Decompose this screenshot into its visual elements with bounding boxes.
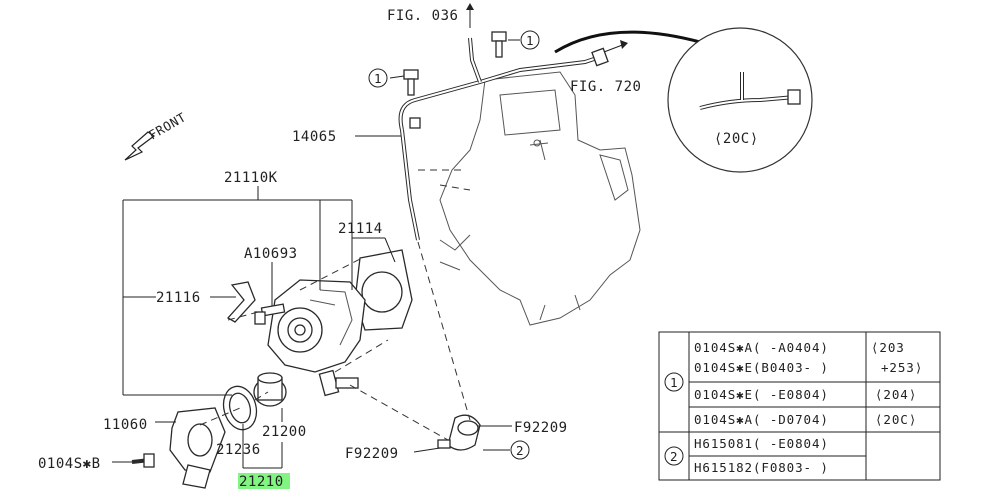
- table-r1c1b: 0104S✱E(B0403- ): [694, 360, 829, 375]
- table-r3c1: 0104S✱A( -D0704): [694, 412, 829, 427]
- arrow-fig720: [603, 40, 628, 53]
- table-r4c1: H615081( -E0804): [694, 436, 829, 451]
- leader-lines: [112, 39, 520, 469]
- detail-callout: [554, 27, 813, 173]
- callout-1-upper: 1: [520, 30, 540, 50]
- label-f92209-left: F92209: [345, 446, 399, 462]
- svg-text:1: 1: [374, 71, 382, 86]
- table-r2c2: ⟨204⟩: [875, 387, 917, 402]
- thermostat-case-11060: [169, 407, 226, 489]
- label-detail-20c: ⟨20C⟩: [714, 131, 759, 147]
- label-f92209-right: F92209: [514, 420, 568, 436]
- table-r3c2: ⟨20C⟩: [875, 412, 917, 427]
- label-21210: 21210: [239, 474, 284, 490]
- label-11060: 11060: [103, 417, 148, 433]
- svg-text:1: 1: [526, 33, 534, 48]
- thermostat-21200: [253, 372, 287, 407]
- table-r2c1: 0104S✱E( -E0804): [694, 387, 829, 402]
- label-fig720: FIG. 720: [570, 79, 641, 95]
- label-21200: 21200: [262, 424, 307, 440]
- assembly-lines: [199, 241, 471, 441]
- spec-table: 1 2 0104S✱A( -A0404) 0104S✱E(B0403- ) ⟨2…: [658, 331, 941, 481]
- hose-clamps-f92209: [437, 414, 481, 451]
- front-arrow-icon: [124, 131, 156, 161]
- arrow-fig036: [466, 3, 474, 28]
- label-21116: 21116: [156, 290, 201, 306]
- label-21114: 21114: [338, 221, 383, 237]
- table-group2-marker: 2: [670, 449, 678, 464]
- table-group1-marker: 1: [670, 375, 678, 390]
- callout-1-left: 1: [368, 68, 388, 88]
- highlight-21210: [238, 473, 290, 489]
- label-0104sb: 0104S✱B: [38, 456, 101, 472]
- svg-text:2: 2: [516, 443, 524, 458]
- water-pump-21110k: [267, 279, 366, 397]
- gasket-21114: [354, 249, 413, 331]
- label-21110k: 21110K: [224, 170, 278, 186]
- table-r5c1: H615182(F0803- ): [694, 460, 829, 475]
- callout-2: 2: [510, 440, 530, 460]
- bolt-left: [403, 69, 419, 96]
- coolant-pipe-14065: [398, 37, 609, 241]
- label-14065: 14065: [292, 129, 337, 145]
- label-a10693: A10693: [244, 246, 298, 262]
- engine-block: [418, 71, 641, 326]
- bolt-0104sb: [131, 453, 155, 468]
- gasket-21236: [222, 385, 258, 431]
- label-fig036: FIG. 036: [387, 8, 458, 24]
- label-21236: 21236: [216, 442, 261, 458]
- label-front: FRONT: [146, 109, 189, 142]
- table-r1c2a: ⟨203: [871, 340, 905, 355]
- bracket-21116: [226, 281, 286, 325]
- table-r1c2b: +253⟩: [881, 360, 923, 375]
- table-r1c1a: 0104S✱A( -A0404): [694, 340, 829, 355]
- bolt-upper: [491, 31, 507, 58]
